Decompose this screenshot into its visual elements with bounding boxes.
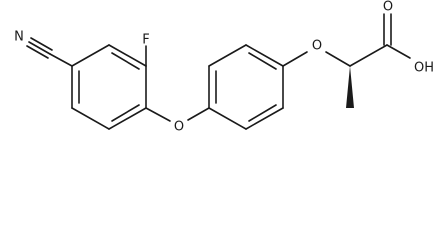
ring-a-double-1 [111, 52, 140, 70]
hydroxyl-bond [386, 44, 411, 59]
bridge-bond-left [145, 107, 171, 122]
side-ether-bond-right [325, 51, 351, 67]
ring-b-bond-2 [208, 44, 247, 67]
ring-b-bond-6 [208, 107, 247, 130]
ring-b-bond-5 [245, 107, 284, 130]
ring-b [208, 44, 284, 130]
ring-a-bond-5 [71, 107, 110, 130]
cyano-triple-bond-1 [28, 41, 51, 55]
propanoic-acid: O OH [346, 0, 434, 108]
ring-b-bond-3 [245, 44, 284, 67]
bridge-oxygen-label: O [174, 120, 184, 135]
chemical-structure: N F O O O OH [14, 0, 434, 135]
methyl-wedge-bond [346, 66, 354, 108]
ring-a-double-2 [111, 104, 140, 122]
alpha-carbonyl-bond [349, 44, 388, 67]
ring-a-bond-1 [71, 44, 110, 67]
cyano-group: N [14, 30, 73, 67]
ring-b-double-2 [248, 52, 277, 70]
fluorine-label: F [142, 33, 149, 48]
carbonyl-oxygen-label: O [383, 0, 393, 15]
fluoro-group: F [142, 33, 150, 67]
side-ether: O [282, 39, 351, 67]
bridge-bond-right [187, 107, 210, 121]
hydroxyl-label: OH [414, 61, 434, 76]
ring-b-double-3 [248, 104, 277, 122]
side-oxygen-label: O [312, 39, 322, 54]
ring-a-bond-4 [108, 107, 147, 130]
cyano-triple-bond-2 [30, 37, 53, 51]
side-ether-bond-left [282, 51, 308, 67]
ring-a [71, 44, 147, 130]
cyano-triple-bond-3 [26, 45, 49, 59]
cyano-single-bond [49, 53, 73, 67]
ring-a-bond-2 [108, 44, 147, 67]
nitrogen-label: N [14, 30, 24, 45]
bridge-ether: O [145, 107, 210, 135]
